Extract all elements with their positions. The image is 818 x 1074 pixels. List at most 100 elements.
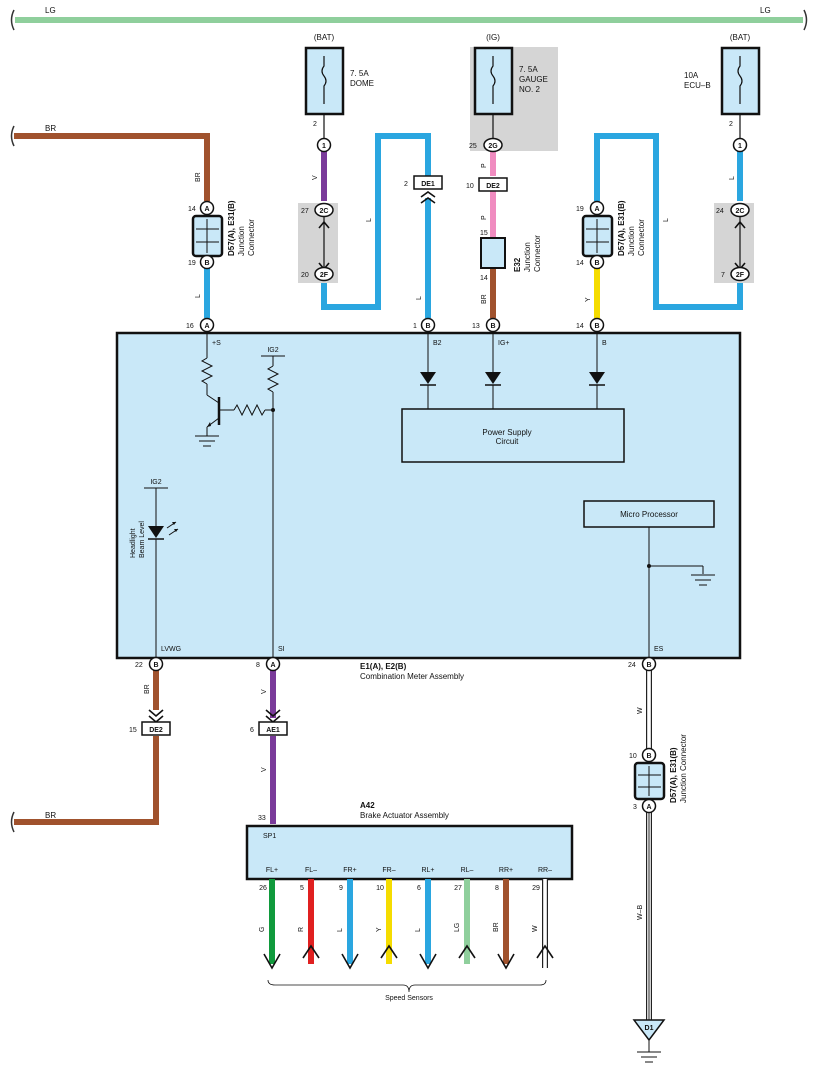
- actuator-wire-color-0: G: [259, 927, 266, 932]
- actuator-wire-color-7: W: [532, 925, 539, 932]
- connector-2c-2f-left: 2C 27 2F 20: [301, 202, 334, 282]
- jc-mid-sub-1: Junction: [523, 242, 532, 272]
- wl-v-dome: V: [312, 175, 319, 180]
- meter-bottom-pins: B 22 A 8 B 24: [135, 656, 657, 672]
- lower-left-wire-label: BR: [45, 811, 56, 820]
- jc-lower-top-pin: 10: [629, 753, 637, 760]
- actuator-output-7: RR– 29W: [532, 867, 554, 968]
- wl-v-8b: V: [261, 767, 268, 772]
- meter-term-b: B: [602, 340, 607, 347]
- fuse-dome-conn: 1: [322, 143, 326, 150]
- micro-processor-label: Micro Processor: [620, 510, 678, 519]
- actuator-arrow-1: [302, 944, 320, 959]
- jc-right-sub-1: Junction: [627, 226, 636, 256]
- power-supply-label-2: Circuit: [496, 437, 519, 446]
- actuator-arrow-0: [263, 953, 281, 970]
- c2c-right-bot: 2F: [736, 272, 745, 279]
- meter-term-ig-plus: IG+: [498, 340, 509, 347]
- fuse-ecu-pin: 2: [729, 121, 733, 128]
- junction-connector-mid: 15 14 E32 Junction Connector: [480, 230, 542, 282]
- meter-name: E1(A), E2(B): [360, 662, 407, 671]
- wl-w-24: W: [637, 707, 644, 714]
- wl-p2: P: [481, 215, 488, 220]
- actuator-terminal-1: FL–: [305, 867, 317, 874]
- meter-pin22-conn: B: [153, 662, 158, 669]
- de1-pin: 2: [404, 181, 408, 188]
- actuator-wire-color-3: Y: [376, 927, 383, 932]
- wire-labels: BR L V L L P P BR L L Y BR V V W W–B: [144, 163, 736, 920]
- fuse-gauge-rating: 7. 5A: [519, 65, 538, 74]
- jc-lower-name: D57(A), E31(B): [669, 747, 678, 803]
- actuator-output-2: FR+9L: [337, 867, 359, 970]
- junction-connector-right: A 19 B 14 D57(A), E31(B) Junction Connec…: [576, 200, 646, 270]
- fuse-out-connectors: 1 2G 25 1: [316, 137, 748, 153]
- meter-pin1-conn: B: [425, 323, 430, 330]
- fuse-dome-rating: 7. 5A: [350, 69, 369, 78]
- meter-pin14: 14: [576, 323, 584, 330]
- actuator-wire-color-6: BR: [493, 922, 500, 932]
- actuator-pin-0: 26: [259, 885, 267, 892]
- fuse-gauge-name-1: GAUGE: [519, 75, 548, 84]
- jc-mid-name: E32: [513, 257, 522, 272]
- de2-bottom-name: DE2: [149, 727, 163, 734]
- de2-top-pin: 10: [466, 183, 474, 190]
- actuator-pin-4: 6: [417, 885, 421, 892]
- fuse-gauge: (IG) 7. 5A GAUGE NO. 2: [473, 33, 548, 140]
- junction-connector-left: A 14 B 19 D57(A), E31(B) Junction Connec…: [188, 200, 256, 270]
- speed-sensors-group: Speed Sensors: [267, 979, 547, 1002]
- wl-l-dome-right: L: [366, 218, 373, 222]
- meter-term-lvwg: LVWG: [161, 646, 181, 653]
- actuator-output-6: RR+8BR: [493, 867, 515, 970]
- jc-right-sub-2: Connector: [637, 219, 646, 256]
- jc-left-sub-2: Connector: [247, 219, 256, 256]
- connector-ae1: AE1 6: [250, 709, 288, 736]
- meter-ig2-left: IG2: [150, 479, 161, 486]
- jc-lower-top-conn: B: [646, 753, 651, 760]
- wl-l-right: L: [663, 218, 670, 222]
- actuator-wire-color-1: R: [298, 927, 305, 932]
- meter-pin8-conn: A: [270, 662, 275, 669]
- actuator-input-terminal: SP1: [263, 833, 276, 840]
- de2-bottom-pin: 15: [129, 727, 137, 734]
- actuator-terminal-7: RR–: [538, 867, 552, 874]
- jc-lower-bot-pin: 3: [633, 804, 637, 811]
- fuse-ecu-name: ECU–B: [684, 81, 711, 90]
- actuator-pin-1: 5: [300, 885, 304, 892]
- actuator-terminal-5: RL–: [461, 867, 474, 874]
- brake-actuator-assembly: A42 Brake Actuator Assembly 33 SP1: [245, 801, 574, 881]
- actuator-output-0: FL+ 26G: [259, 867, 281, 970]
- wl-br-22: BR: [144, 684, 151, 694]
- meter-pin16: 16: [186, 323, 194, 330]
- meter-top-pins: A 16 B 1 B 13 B 14: [186, 317, 605, 333]
- meter-pin1: 1: [413, 323, 417, 330]
- fuse-dome: (BAT) 7. 5A DOME 2: [304, 33, 374, 140]
- meter-term-si: SI: [278, 646, 285, 653]
- actuator-pin-7: 29: [532, 885, 540, 892]
- meter-pin24: 24: [628, 662, 636, 669]
- fuse-gauge-supply: (IG): [486, 33, 500, 42]
- headlight-label-2: Beam Level: [139, 521, 146, 558]
- fuse-dome-supply: (BAT): [314, 33, 335, 42]
- c2c-right-top: 2C: [736, 208, 745, 215]
- fuse-ecu-conn: 1: [738, 143, 742, 150]
- connector-2c-2f-right: 2C 24 2F 7: [716, 202, 750, 282]
- actuator-pin-3: 10: [376, 885, 384, 892]
- meter-pin22: 22: [135, 662, 143, 669]
- actuator-wire-color-4: L: [415, 928, 422, 932]
- meter-pin8: 8: [256, 662, 260, 669]
- c2c-left-pin-bot: 20: [301, 272, 309, 279]
- actuator-terminal-4: RL+: [421, 867, 434, 874]
- actuator-output-4: RL+ 6L: [415, 867, 437, 970]
- actuator-arrow-2: [341, 953, 359, 970]
- actuator-arrow-3: [380, 944, 398, 959]
- actuator-wire-color-5: LG: [454, 923, 461, 932]
- ground-d1: D1: [632, 1019, 666, 1063]
- actuator-terminal-0: FL+: [266, 867, 278, 874]
- ground-name: D1: [645, 1025, 654, 1032]
- actuator-arrow-4: [419, 953, 437, 970]
- fuse-dome-name: DOME: [350, 79, 374, 88]
- jc-right-name: D57(A), E31(B): [617, 200, 626, 256]
- jc-left-bot-pin: 19: [188, 260, 196, 267]
- meter-pin24-conn: B: [646, 662, 651, 669]
